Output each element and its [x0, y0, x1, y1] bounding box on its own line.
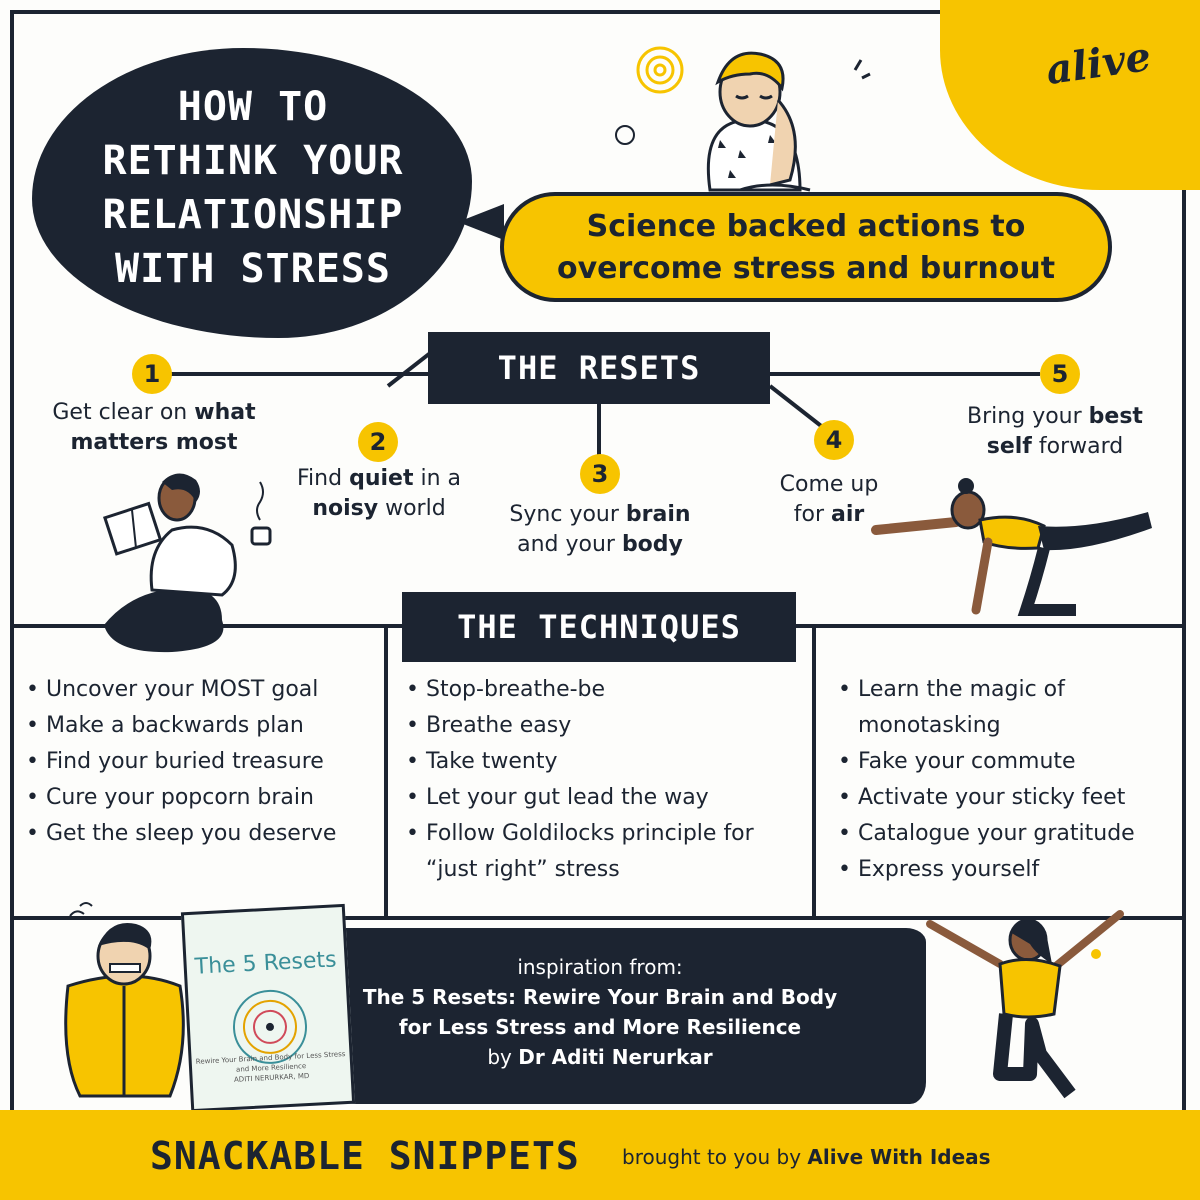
footer-band: [0, 1110, 1200, 1200]
grid-top-line: [796, 624, 1186, 628]
title-line: RETHINK YOUR: [102, 138, 404, 184]
step-4-text: Come up for air: [779, 472, 879, 527]
subtitle-line: Science backed actions to: [586, 209, 1026, 244]
step-number-5: 5: [1040, 354, 1080, 394]
list-item-continued: “just right” stress: [426, 857, 620, 882]
inspiration-label: inspiration from:: [517, 955, 683, 979]
step-number-3: 3: [580, 454, 620, 494]
reading-woman-illustration: [103, 473, 272, 653]
resets-heading: THE RESETS: [428, 332, 770, 404]
inspiration-text: inspiration from: The 5 Resets: Rewire Y…: [300, 952, 900, 1072]
grid-top-line: [10, 624, 402, 628]
techniques-column-3: Learn the magic of monotasking Fake your…: [838, 672, 1135, 888]
list-item: Express yourself: [838, 852, 1135, 888]
book-title-line: The 5 Resets: Rewire Your Brain and Body: [362, 985, 838, 1009]
title-line: RELATIONSHIP: [102, 192, 404, 238]
grid-divider: [384, 624, 388, 918]
speech-bubble-tail: [458, 204, 504, 240]
connector-line-1: [168, 372, 430, 376]
footer-credit: brought to you by Alive With Ideas: [622, 1145, 991, 1169]
step-number-4: 4: [814, 420, 854, 460]
list-item: Find your buried treasure: [26, 744, 336, 780]
list-item: Uncover your MOST goal: [26, 672, 336, 708]
list-item: Let your gut lead the way: [406, 780, 754, 816]
book-cover: The 5 Resets Rewire Your Brain and Body …: [180, 903, 356, 1113]
list-item: Breathe easy: [406, 708, 754, 744]
connector-line-5: [770, 372, 1040, 376]
step-1-text: Get clear on what matters most: [52, 400, 256, 455]
list-item-continued: monotasking: [858, 713, 1001, 738]
angry-man-illustration: [64, 902, 185, 1098]
page-title: HOW TO RETHINK YOUR RELATIONSHIP WITH ST…: [58, 80, 448, 296]
step-2-text: Find quiet in a noisy world: [297, 466, 461, 521]
book-author-line: by Dr Aditi Nerurkar: [487, 1045, 713, 1069]
step-5-text: Bring your best self forward: [967, 404, 1143, 459]
page-subtitle: Science backed actions to overcome stres…: [518, 206, 1094, 290]
techniques-heading: THE TECHNIQUES: [402, 592, 796, 662]
grid-divider: [812, 624, 816, 918]
techniques-column-1: Uncover your MOST goal Make a backwards …: [26, 672, 336, 852]
list-item: Learn the magic of: [838, 672, 1135, 708]
list-item: Activate your sticky feet: [838, 780, 1135, 816]
list-item: Stop-breathe-be: [406, 672, 754, 708]
list-item: Cure your popcorn brain: [26, 780, 336, 816]
list-item: Fake your commute: [838, 744, 1135, 780]
yoga-woman-illustration: [871, 478, 1152, 616]
subtitle-line: overcome stress and burnout: [556, 251, 1056, 286]
step-number-2: 2: [358, 422, 398, 462]
step-3-text: Sync your brain and your body: [509, 502, 691, 557]
title-blob: [32, 48, 472, 338]
techniques-column-2: Stop-breathe-be Breathe easy Take twenty…: [406, 672, 754, 888]
connector-line-3: [597, 404, 601, 456]
speech-bubble: [500, 192, 1112, 302]
title-line: HOW TO: [177, 84, 329, 130]
title-line: WITH STRESS: [115, 246, 391, 292]
spiral-graphic: [232, 989, 307, 1064]
step-number-1: 1: [132, 354, 172, 394]
footer-title: SNACKABLE SNIPPETS: [150, 1134, 580, 1178]
list-item: Make a backwards plan: [26, 708, 336, 744]
list-item: Follow Goldilocks principle for: [406, 816, 754, 852]
list-item: Catalogue your gratitude: [838, 816, 1135, 852]
list-item: Take twenty: [406, 744, 754, 780]
jumping-woman-illustration: [926, 910, 1124, 1099]
stressed-man-illustration: [615, 46, 871, 192]
grid-bottom-line: [10, 916, 1186, 920]
book-title-line: for Less Stress and More Resilience: [398, 1015, 802, 1039]
list-item: Get the sleep you deserve: [26, 816, 336, 852]
